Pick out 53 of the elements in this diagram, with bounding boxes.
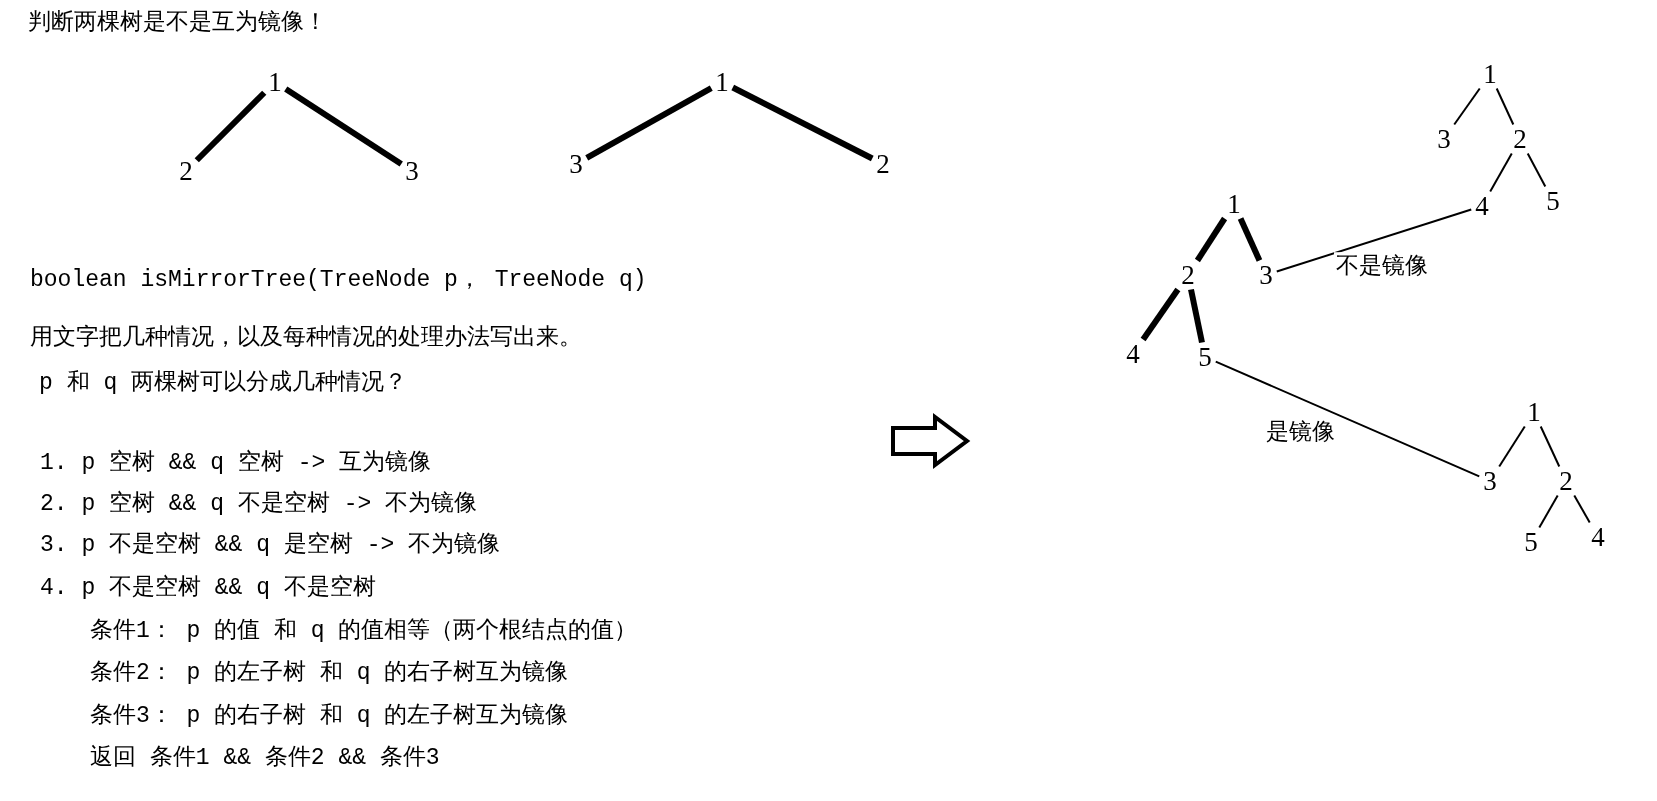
text-line: 2. p 空树 && q 不是空树 -> 不为镜像: [40, 491, 478, 519]
tree-branch: [1538, 494, 1559, 529]
tree-branch: [1489, 152, 1513, 193]
text-line: 4. p 不是空树 && q 不是空树: [40, 575, 376, 603]
node-number: 3: [404, 157, 420, 185]
edge-label: 不是镜像: [1334, 252, 1430, 280]
node-number: 4: [1590, 523, 1606, 551]
tree-branch: [1188, 288, 1205, 344]
node-number: 5: [1523, 528, 1539, 556]
tree-branch: [1140, 287, 1181, 342]
tree-branch: [585, 85, 713, 161]
text-line: 3. p 不是空树 && q 是空树 -> 不为镜像: [40, 532, 501, 560]
connector-line: [1214, 360, 1481, 478]
node-number: 5: [1197, 343, 1213, 371]
tree-branch: [194, 90, 267, 163]
text-line: 用文字把几种情况，以及每种情况的处理办法写出来。: [30, 325, 582, 353]
text-line: 返回 条件1 && 条件2 && 条件3: [90, 745, 440, 773]
tree-branch: [1573, 494, 1591, 524]
node-number: 5: [1545, 187, 1561, 215]
text-line: 条件2： p 的左子树 和 q 的右子树互为镜像: [90, 660, 569, 688]
node-number: 4: [1474, 192, 1490, 220]
node-number: 2: [1512, 125, 1528, 153]
node-number: 4: [1125, 340, 1141, 368]
tree-branch: [1237, 217, 1263, 262]
node-number: 2: [875, 150, 891, 178]
node-number: 3: [568, 150, 584, 178]
tree-branch: [1539, 425, 1561, 468]
tree-branch: [1498, 425, 1526, 468]
tree-branch: [731, 84, 874, 162]
node-number: 1: [1526, 398, 1542, 426]
tree-branch: [284, 86, 403, 167]
text-line: 条件1： p 的值 和 q 的值相等（两个根结点的值）: [90, 618, 638, 646]
tree-branch: [1526, 152, 1547, 188]
text-line: 1. p 空树 && q 空树 -> 互为镜像: [40, 450, 432, 478]
tree-branch: [1453, 87, 1481, 126]
node-number: 1: [267, 68, 283, 96]
tree-branch: [1495, 87, 1515, 126]
text-line: 条件3： p 的右子树 和 q 的左子树互为镜像: [90, 703, 569, 731]
connector-line: [1275, 208, 1473, 273]
node-number: 3: [1482, 467, 1498, 495]
node-number: 2: [1558, 467, 1574, 495]
node-number: 3: [1258, 261, 1274, 289]
node-number: 2: [178, 157, 194, 185]
text-line: boolean isMirrorTree(TreeNode p， TreeNode q): [30, 267, 647, 295]
node-number: 2: [1180, 261, 1196, 289]
text-line: p 和 q 两棵树可以分成几种情况？: [39, 370, 407, 398]
edge-label: 是镜像: [1263, 418, 1337, 446]
node-number: 1: [1226, 190, 1242, 218]
node-number: 1: [714, 68, 730, 96]
node-number: 1: [1482, 60, 1498, 88]
node-number: 3: [1436, 125, 1452, 153]
tree-branch: [1194, 216, 1228, 263]
heading: 判断两棵树是不是互为镜像！: [28, 10, 327, 38]
